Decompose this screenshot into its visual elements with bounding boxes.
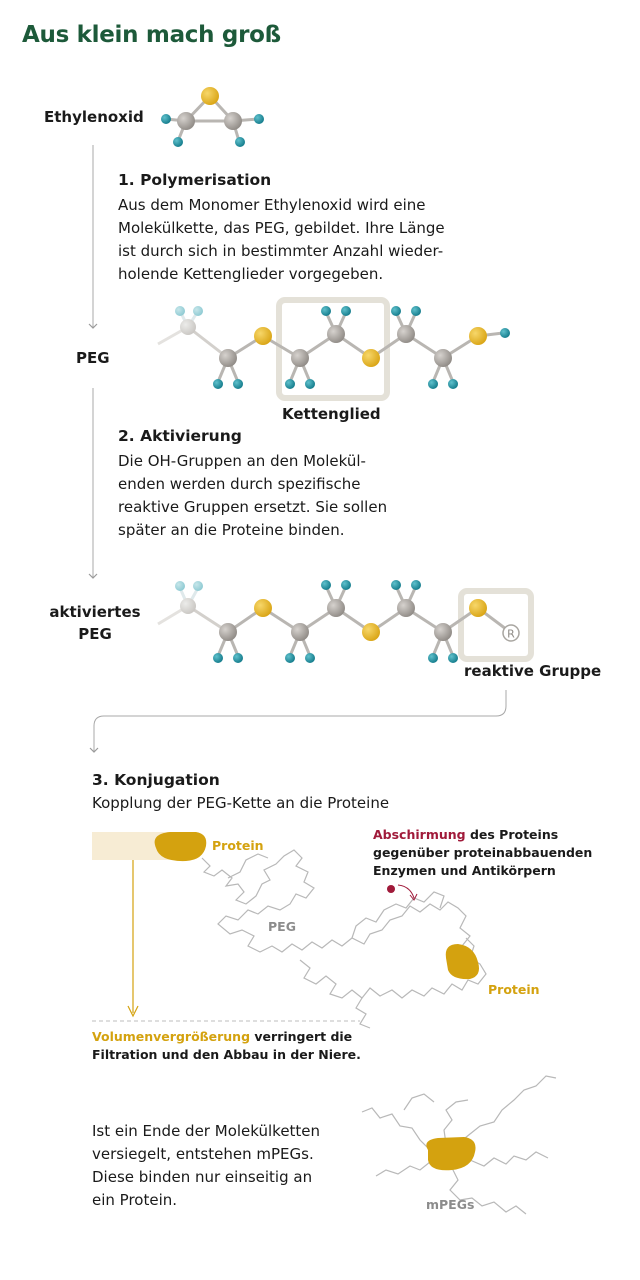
chain-link-label: Kettenglied xyxy=(282,405,381,423)
peg-coil-label: PEG xyxy=(268,919,296,934)
peg-chain xyxy=(157,306,510,389)
reactive-r-symbol: R xyxy=(507,628,515,641)
step2-heading: 2. Aktivierung xyxy=(118,427,242,445)
peg-coil-5 xyxy=(227,853,269,879)
reactive-r-circle xyxy=(502,624,520,642)
reactive-group-box xyxy=(458,588,534,662)
page-title: Aus klein mach groß xyxy=(22,22,281,48)
volume-annotation: Volumenvergrößerung verringert die Filtr… xyxy=(92,1029,361,1062)
protein-label-2: Protein xyxy=(488,982,540,997)
shielding-annotation: Abschirmung des Proteins gegenüber prote… xyxy=(373,827,593,878)
conjugation-illustration xyxy=(92,832,487,1029)
step3-subtitle: Kopplung der PEG-Kette an die Proteine xyxy=(92,794,390,812)
peg-coil-3 xyxy=(351,891,445,939)
ethylene-oxide-molecule xyxy=(161,87,264,147)
protein-shape-2 xyxy=(445,944,479,980)
mpeg-text: Ist ein Ende der Molekülketten versiegel… xyxy=(92,1122,321,1209)
peg-label: PEG xyxy=(76,349,110,367)
mpeg-illustration xyxy=(361,1075,557,1215)
step2-text: Die OH-Gruppen an den Molekül- enden wer… xyxy=(118,452,388,539)
activated-peg-chain: R xyxy=(157,580,520,663)
peg-coil-4 xyxy=(355,997,371,1029)
step3-heading: 3. Konjugation xyxy=(92,771,220,789)
peg-coil-1 xyxy=(201,849,471,953)
shield-marker-dot xyxy=(387,885,395,893)
peg-coil-2 xyxy=(299,937,487,999)
chain-link-box xyxy=(276,297,390,401)
protein-label-1: Protein xyxy=(212,838,264,853)
ethylene-oxide-label: Ethylenoxid xyxy=(44,108,144,126)
mpeg-label: mPEGs xyxy=(426,1197,475,1212)
step1-text: Aus dem Monomer Ethylenoxid wird eine Mo… xyxy=(118,196,445,283)
mpeg-protein-shape xyxy=(426,1137,476,1171)
reactive-group-label: reaktive Gruppe xyxy=(464,662,602,680)
activated-peg-label: aktiviertes PEG xyxy=(49,603,141,643)
step1-heading: 1. Polymerisation xyxy=(118,171,272,189)
arrow-to-conjugation xyxy=(89,690,507,753)
protein-shape-1 xyxy=(154,832,207,862)
